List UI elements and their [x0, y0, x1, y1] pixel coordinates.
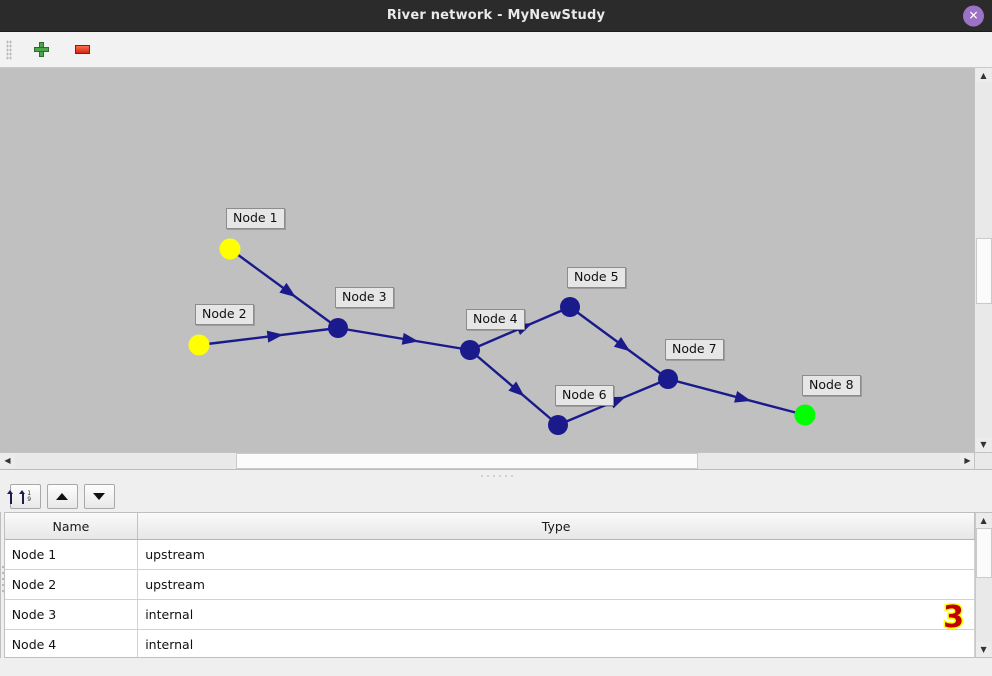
graph-node[interactable]	[794, 404, 816, 426]
graph-node[interactable]	[560, 297, 580, 317]
add-node-button[interactable]	[27, 36, 55, 64]
nodes-vertical-scrollbar[interactable]: ▲ ▼	[975, 513, 992, 657]
scroll-left-arrow-icon[interactable]: ◀	[0, 453, 15, 468]
scroll-right-arrow-icon[interactable]: ▶	[960, 453, 975, 468]
horizontal-splitter[interactable]	[0, 469, 992, 481]
graph-node-label[interactable]: Node 6	[555, 385, 614, 406]
scroll-down-arrow-icon[interactable]: ▼	[976, 437, 991, 452]
graph-edge-arrow	[401, 332, 419, 345]
table-cell[interactable]: Node 4	[4, 629, 139, 657]
network-graph-canvas[interactable]: Node 1 Node 2 Node 3 Node 4 Node 5 Node 6 Node…	[0, 68, 992, 469]
table-cell[interactable]: Node 3	[4, 599, 139, 630]
title-bar: River network - MyNewStudy ✕	[0, 0, 992, 32]
table-cell[interactable]: Node 2	[4, 569, 139, 600]
graph-edge-arrow	[734, 390, 752, 403]
nodes-vscroll-thumb[interactable]	[976, 528, 992, 578]
graph-node-label[interactable]: Node 5	[567, 267, 626, 288]
scroll-up-arrow-icon[interactable]: ▲	[976, 513, 992, 528]
graph-edge-arrow	[266, 330, 284, 343]
close-icon[interactable]: ✕	[963, 5, 984, 26]
nodes-move-down-button[interactable]	[83, 484, 115, 509]
main-toolbar	[0, 32, 992, 68]
graph-node-label[interactable]: Node 2	[195, 304, 254, 325]
graph-hscroll-thumb[interactable]	[236, 453, 698, 469]
arrow-up-icon	[56, 493, 69, 500]
scroll-down-arrow-icon[interactable]: ▼	[976, 642, 992, 657]
delete-node-button[interactable]	[68, 36, 96, 64]
graph-node-label[interactable]: Node 4	[466, 309, 525, 330]
table-cell[interactable]: Node 1	[4, 539, 139, 570]
red-minus-icon	[74, 45, 90, 54]
graph-node[interactable]	[548, 415, 568, 435]
graph-node[interactable]	[460, 340, 480, 360]
table-cell[interactable]: upstream	[137, 539, 976, 570]
graph-horizontal-scrollbar[interactable]: ◀ ▶	[0, 452, 975, 469]
nodes-move-up-button[interactable]	[46, 484, 78, 509]
table-cell[interactable]: upstream	[137, 569, 976, 600]
scrollbar-corner	[974, 452, 992, 469]
column-header[interactable]: Type	[137, 513, 976, 540]
arrow-down-icon	[93, 493, 106, 500]
window-title: River network - MyNewStudy	[386, 8, 606, 23]
splitter-grip	[479, 473, 513, 478]
graph-edge-arrow	[279, 282, 296, 298]
table-cell[interactable]: internal	[137, 629, 976, 657]
graph-vertical-scrollbar[interactable]: ▲ ▼	[974, 68, 992, 452]
green-plus-icon	[33, 42, 49, 57]
graph-node-label[interactable]: Node 1	[226, 208, 285, 229]
graph-node-label[interactable]: Node 7	[665, 339, 724, 360]
graph-node[interactable]	[219, 238, 241, 260]
vertical-splitter[interactable]	[0, 481, 4, 676]
column-header[interactable]: Name	[4, 513, 139, 540]
toolbar-grip[interactable]	[6, 39, 12, 60]
graph-drawing: Node 1 Node 2 Node 3 Node 4 Node 5 Node 6 Node…	[0, 68, 970, 453]
vertical-splitter-grip	[0, 563, 4, 594]
nodes-footer-strip	[3, 658, 992, 676]
graph-node-label[interactable]: Node 3	[335, 287, 394, 308]
graph-node[interactable]	[188, 334, 210, 356]
graph-node[interactable]	[328, 318, 348, 338]
scroll-up-arrow-icon[interactable]: ▲	[976, 68, 991, 83]
graph-node-label[interactable]: Node 8	[802, 375, 861, 396]
table-cell[interactable]: internal	[137, 599, 976, 630]
graph-vscroll-thumb[interactable]	[976, 238, 992, 304]
graph-node[interactable]	[658, 369, 678, 389]
graph-edge-arrow	[508, 381, 525, 397]
reaches-footer-strip	[0, 658, 1, 676]
graph-edge-arrow	[613, 337, 631, 352]
